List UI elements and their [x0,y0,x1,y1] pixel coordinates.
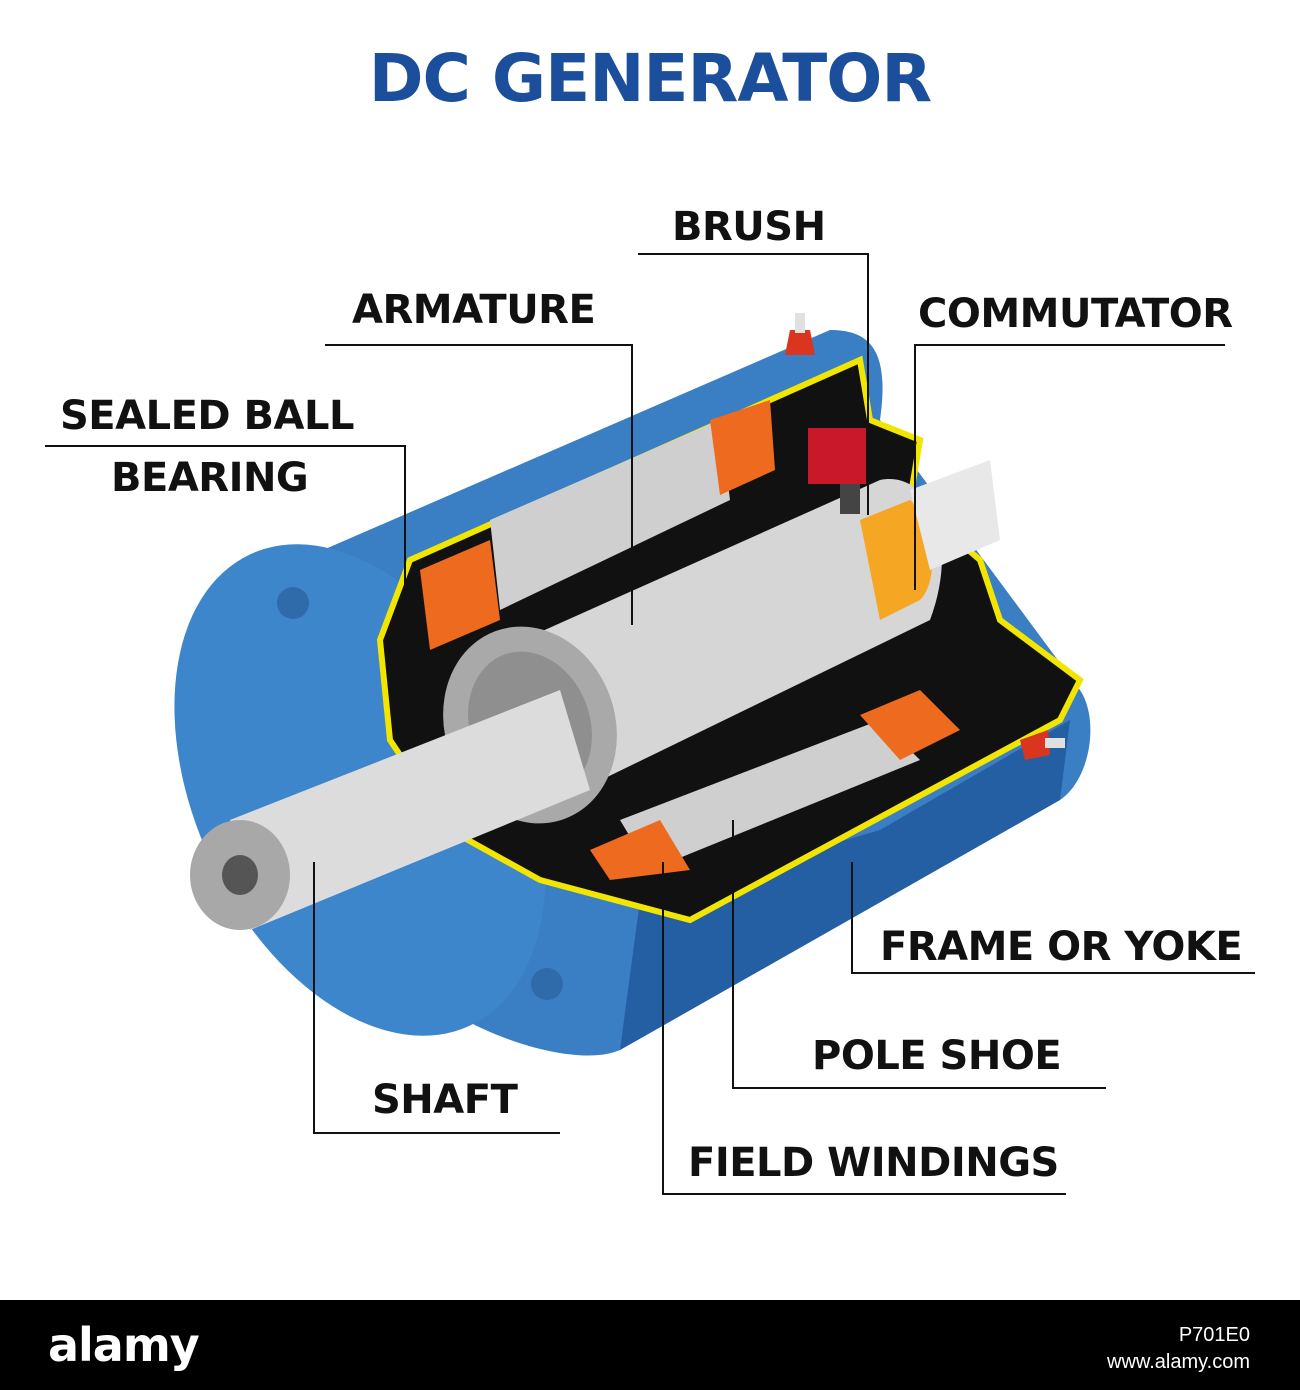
site-url: www.alamy.com [1107,1351,1250,1373]
leader-field-windings [662,862,1066,1195]
label-pole-shoe: POLE SHOE [812,1033,1062,1079]
label-shaft: SHAFT [372,1077,518,1123]
footer-bar: alamy P701E0 www.alamy.com [0,1300,1300,1390]
alamy-logo: alamy [48,1318,200,1372]
leader-pole-shoe [732,820,1106,1089]
label-frame-or-yoke: FRAME OR YOKE [880,924,1243,970]
page-title: DC GENERATOR [368,40,933,117]
label-brush: BRUSH [672,204,826,250]
label-commutator: COMMUTATOR [918,291,1233,337]
terminals [785,313,1065,760]
dc-generator-diagram [45,253,1255,1195]
image-id: P701E0 www.alamy.com [1107,1322,1250,1376]
leader-armature [325,344,633,625]
leader-lines [45,253,1255,1195]
label-armature: ARMATURE [352,287,596,333]
label-bearing: BEARING [111,455,309,501]
field-windings [420,400,960,880]
brush [808,428,866,514]
leader-commutator [914,344,1225,590]
label-field-windings: FIELD WINDINGS [688,1140,1059,1186]
image-id-code: P701E0 [1178,1324,1250,1346]
leader-bearing [45,445,406,712]
screws [277,587,563,1000]
leader-brush [638,253,869,515]
pole-shoe-top [490,420,730,610]
pole-shoe-bottom [620,720,920,870]
leader-frame [851,862,1255,974]
shaft [190,460,1000,930]
label-sealed-ball: SEALED BALL [60,393,354,439]
leader-shaft [313,862,560,1134]
